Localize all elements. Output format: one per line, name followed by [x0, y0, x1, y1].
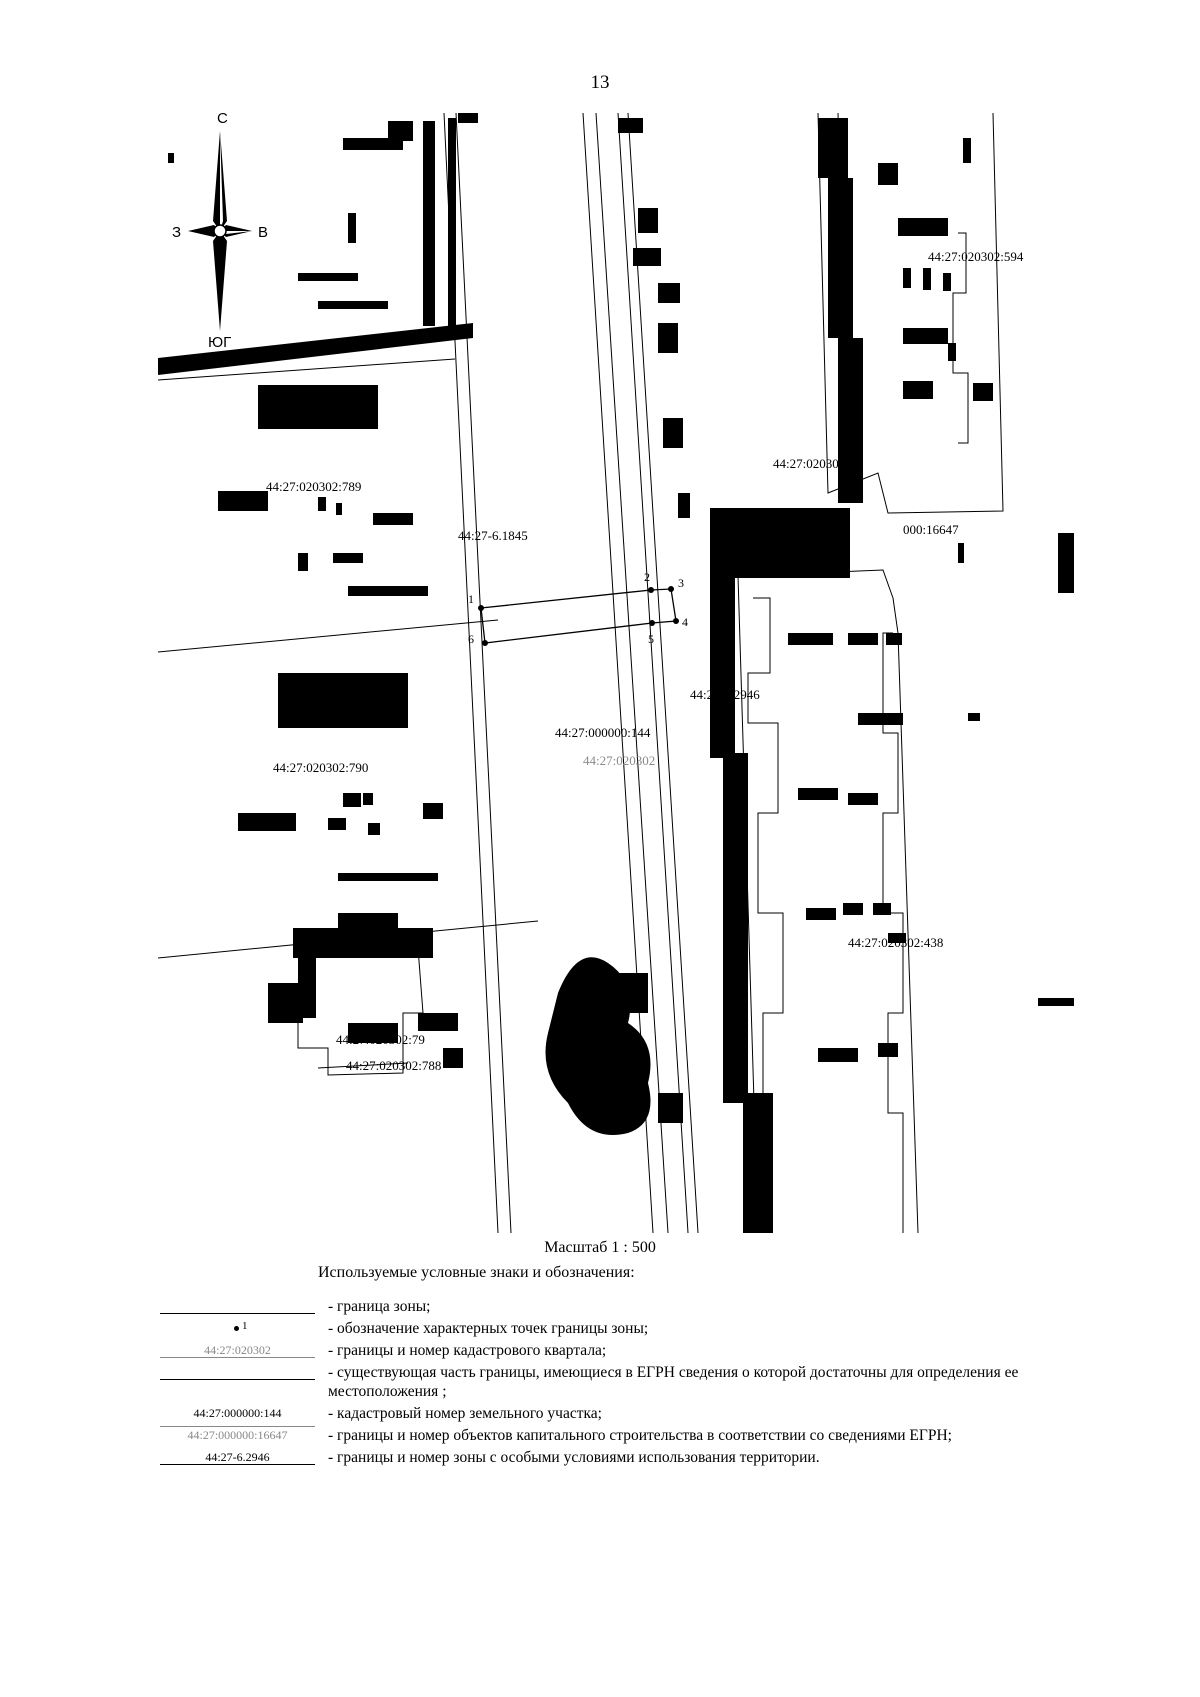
legend-symbol-parcel: 44:27:000000:144: [160, 1404, 315, 1423]
parcel-label-594: 44:27:020302:594: [928, 249, 1024, 264]
compass-icon: С З В ЮГ: [172, 113, 268, 351]
parcel-label-16: 44:27:020302:16: [773, 456, 862, 471]
point-2: 2: [644, 570, 650, 584]
legend-symbol-text: 44:27:020302: [204, 1343, 271, 1357]
point-3: 3: [678, 576, 684, 590]
legend-text: - границы и номер кадастрового квартала;: [328, 1342, 607, 1359]
boundary-lines: [158, 113, 1004, 1233]
point-5: 5: [648, 632, 654, 646]
parcel-label-79x: 44:27:020302:79: [336, 1032, 425, 1047]
compass-east: В: [258, 224, 268, 241]
legend-symbol-text: 44:27:000000:16647: [187, 1428, 288, 1442]
legend-point-number: 1: [242, 1320, 248, 1332]
boundary-points: [478, 586, 679, 646]
map-canvas: 1 2 3 4 5 6 44:27:020302:594 44:27:02030…: [158, 113, 1074, 1233]
zone-label-1845: 44:27-6.1845: [458, 528, 528, 543]
parcel-label-790: 44:27:020302:790: [273, 760, 368, 775]
legend-symbol-quarter: 44:27:020302: [160, 1341, 315, 1360]
legend-item-special-zone: 44:27-6.2946 - границы и номер зоны с ос…: [160, 1448, 1060, 1467]
parcel-label-789: 44:27:020302:789: [266, 479, 361, 494]
parcel-label-438: 44:27:020302:438: [848, 935, 943, 950]
compass-north: С: [217, 113, 228, 127]
legend: - граница зоны; 1 - обозначение характер…: [160, 1297, 1060, 1470]
parcel-label-788: 44:27:020302:788: [346, 1058, 441, 1073]
point-numbers: 1 2 3 4 5 6: [468, 570, 688, 646]
legend-symbol-zone: 44:27-6.2946: [160, 1448, 315, 1467]
legend-item-parcel-number: 44:27:000000:144 - кадастровый номер зем…: [160, 1404, 1060, 1423]
legend-item-existing-boundary: - существующая часть границы, имеющиеся …: [160, 1363, 1060, 1401]
page-number: 13: [590, 72, 610, 93]
legend-text: - кадастровый номер земельного участка;: [328, 1405, 602, 1422]
legend-symbol-text: 44:27-6.2946: [205, 1450, 270, 1464]
point-6: 6: [468, 632, 474, 646]
cadastral-map: 1 2 3 4 5 6 44:27:020302:594 44:27:02030…: [158, 113, 1074, 1233]
point-1: 1: [468, 592, 474, 606]
legend-text: - обозначение характерных точек границы …: [328, 1320, 649, 1337]
legend-title: Используемые условные знаки и обозначени…: [318, 1264, 635, 1281]
legend-text: - граница зоны;: [328, 1298, 431, 1315]
map-labels: 44:27:020302:594 44:27:020302:16 44:27:0…: [266, 249, 1024, 1073]
legend-text: - границы и номер зоны с особыми условия…: [328, 1449, 820, 1466]
parcel-label-144: 44:27:000000:144: [555, 725, 651, 740]
legend-symbol-object: 44:27:000000:16647: [160, 1426, 315, 1445]
zone-label-2946: 44:27-6.2946: [690, 687, 760, 702]
compass-south: ЮГ: [208, 334, 231, 351]
building-blobs: [158, 113, 1074, 1233]
legend-symbol-line: [160, 1363, 315, 1382]
quarter-label: 44:27:020302: [583, 753, 655, 768]
map-scale: Масштаб 1 : 500: [544, 1239, 656, 1256]
legend-symbol-line: [160, 1297, 315, 1316]
compass-west: З: [172, 224, 181, 241]
object-label-16647: 000:16647: [903, 522, 959, 537]
legend-text: - границы и номер объектов капитального …: [328, 1427, 952, 1444]
legend-symbol-point: 1: [160, 1319, 315, 1338]
legend-item-capital-objects: 44:27:000000:16647 - границы и номер объ…: [160, 1426, 1060, 1445]
legend-symbol-text: 44:27:000000:144: [193, 1406, 282, 1420]
legend-text: - существующая часть границы, имеющиеся …: [328, 1364, 1019, 1400]
point-icon: [234, 1326, 239, 1331]
legend-item-points: 1 - обозначение характерных точек границ…: [160, 1319, 1060, 1338]
point-4: 4: [682, 615, 688, 629]
legend-item-zone-boundary: - граница зоны;: [160, 1297, 1060, 1316]
legend-item-quarter: 44:27:020302 - границы и номер кадастров…: [160, 1341, 1060, 1360]
